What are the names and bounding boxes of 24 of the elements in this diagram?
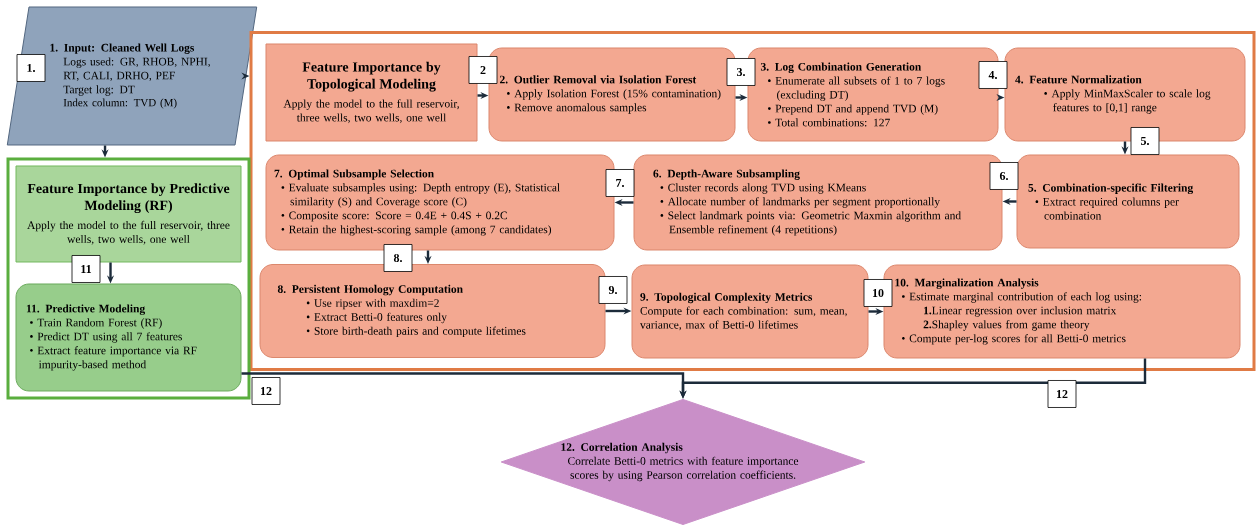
process-box: 10. Marginalization Analysis • Estimate marginal contribution of each log using: 1.Linear regression over inclusion matrix 2.Shapley values from game theory • Compute per-log scores for all Betti-0 metrics <box>883 264 1241 359</box>
section-frame <box>249 31 1256 371</box>
process-box: Feature Importance by Topological Modeling Apply the model to the full reservoir, three wells, two wells, one well <box>265 43 478 142</box>
step-number: 1. <box>16 54 46 82</box>
step-number: 9. <box>598 276 628 304</box>
process-box: Feature Importance by Predictive Modeling (RF) Apply the model to the full reservoir, three wells, two wells, one well <box>15 165 242 263</box>
process-box: 7. Optimal Subsample Selection • Evaluate subsamples using: Depth entropy (E), Statistical similarity (S) and Coverage score (C) • Composite score: Score = 0.4E + 0.4S + 0.2C • Retain the highest-scoring sample (among 7 candidates) <box>265 154 615 251</box>
step-number: 11 <box>71 255 101 283</box>
process-box: 11. Predictive Modeling • Train Random Forest (RF) • Predict DT using all 7 features • Extract feature importance via RF impurity-based method <box>15 283 242 392</box>
step-number: 6. <box>989 162 1019 190</box>
process-box: 5. Combination-specific Filtering • Extract required columns per combination <box>1016 154 1240 249</box>
step-number: 4. <box>978 61 1008 89</box>
step-number: 10 <box>863 279 893 307</box>
section-frame <box>6 157 251 400</box>
process-box: 8. Persistent Homology Computation • Use ripser with maxdim=2 • Extract Betti-0 features only • Store birth-death pairs and compute lifetimes <box>259 264 606 358</box>
step-number: 3. <box>726 58 756 86</box>
step-number: 12 <box>1047 380 1077 408</box>
step-number: 12 <box>251 377 281 405</box>
step-number: 8. <box>383 244 413 272</box>
process-box: 9. Topological Complexity Metrics Compute for each combination: sum, mean, variance, max of Betti-0 lifetimes <box>631 264 869 359</box>
step-number: 2 <box>468 56 498 84</box>
step-number: 5. <box>1130 127 1160 155</box>
process-box: 2. Outlier Removal via Isolation Forest • Apply Isolation Forest (15% contamination) • Remove anomalous samples <box>488 47 736 142</box>
step-number: 7. <box>605 169 635 197</box>
